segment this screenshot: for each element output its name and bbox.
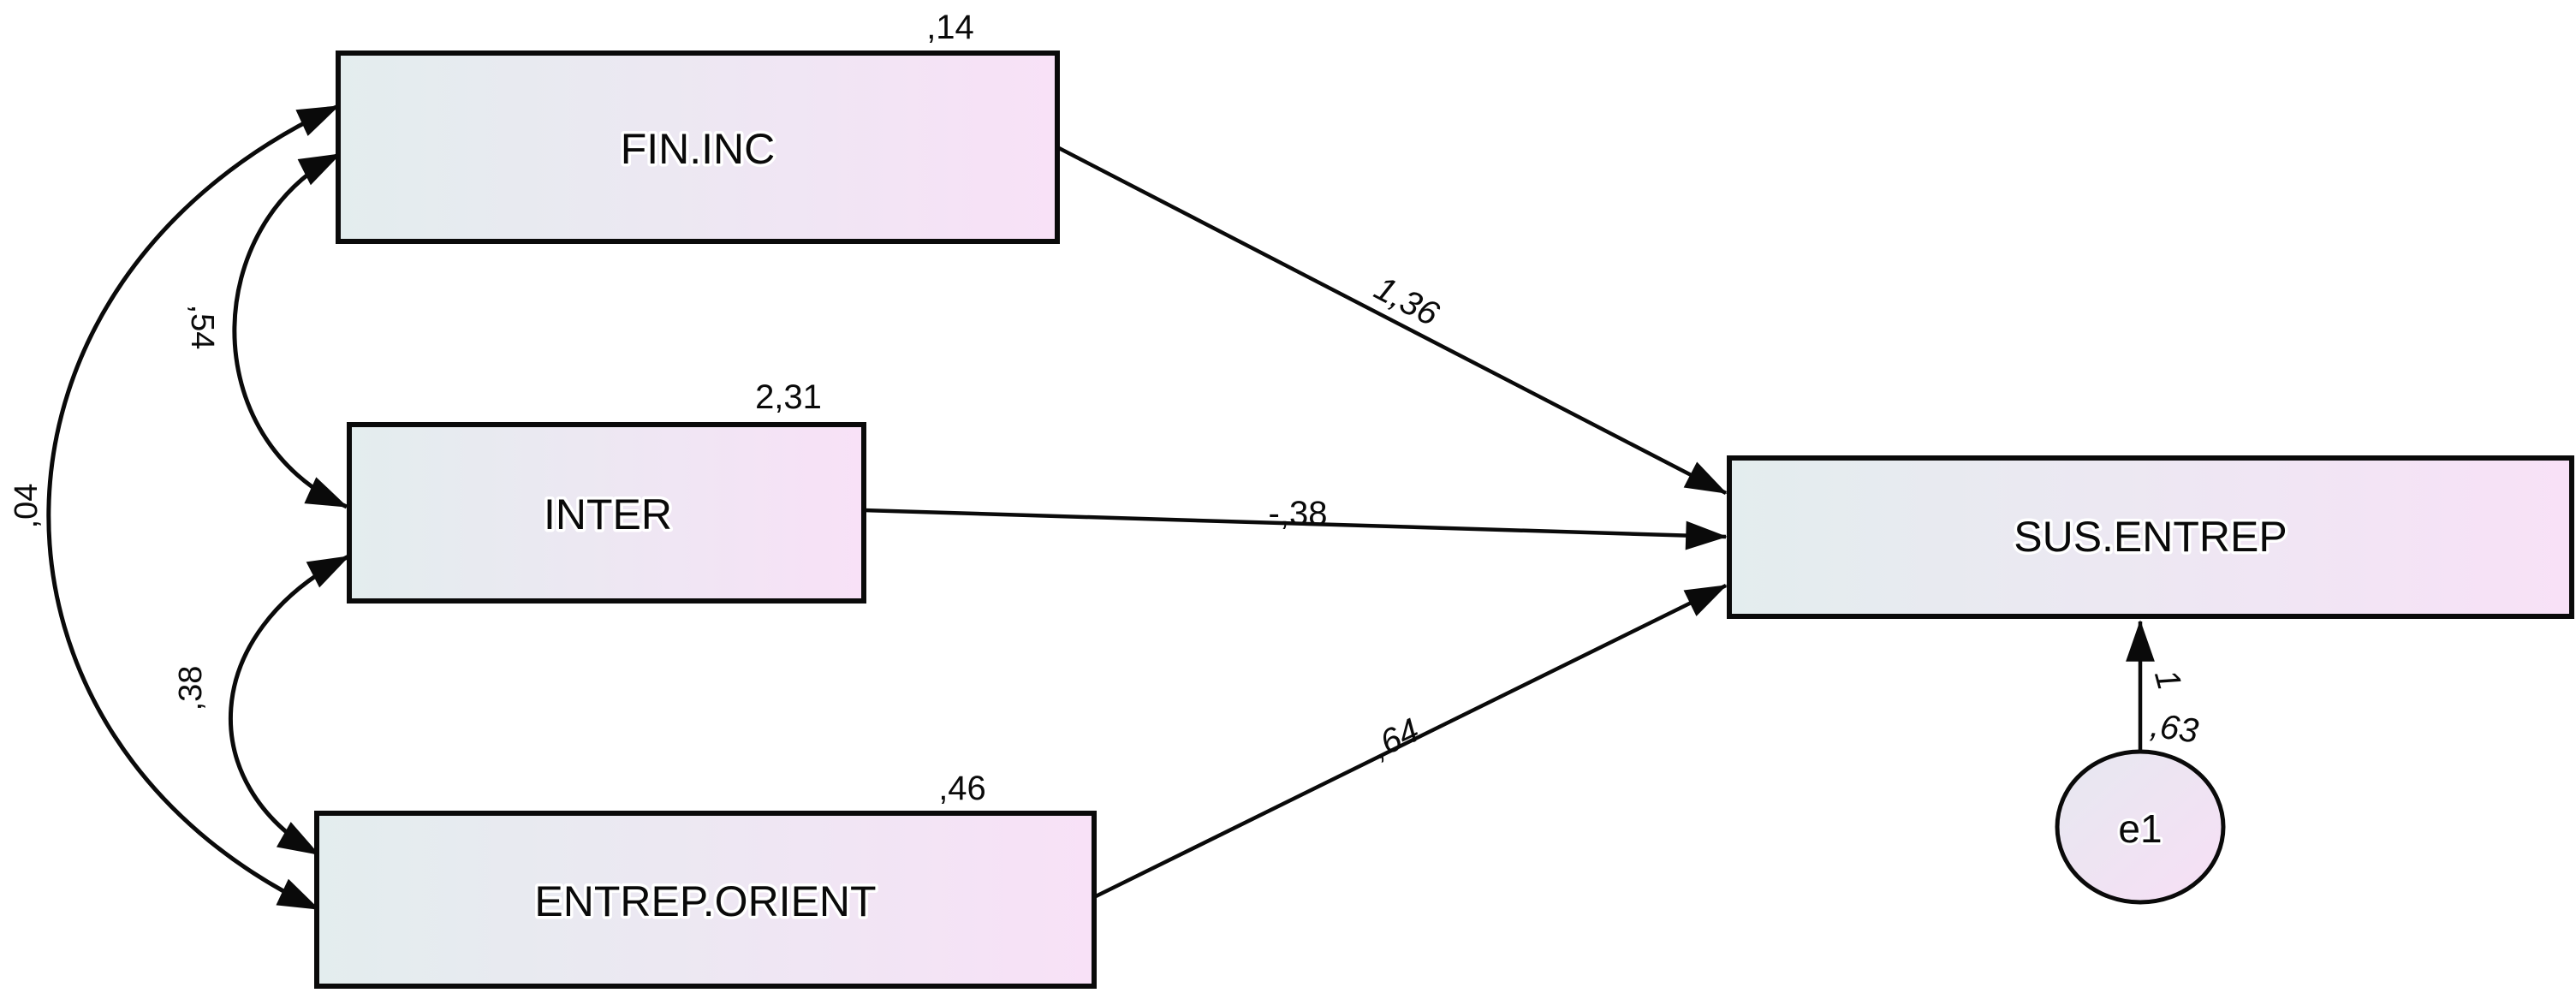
covariance-arc-fininc-inter xyxy=(232,152,348,509)
covariance-arc-fininc-entreporient xyxy=(46,104,340,912)
node-sus-entrep xyxy=(1727,455,2574,619)
node-label-e1: e1 xyxy=(2118,806,2162,851)
weight-label-fininc-to-susentrep: 1,36 xyxy=(1368,270,1445,334)
variance-label-e1: ,63 xyxy=(2148,706,2200,750)
variance-label-entrep-orient: ,46 xyxy=(938,770,986,807)
weight-label-inter-to-susentrep: -,38 xyxy=(1269,495,1328,532)
node-entrep-orient xyxy=(314,811,1097,989)
covariance-label-fininc-inter: ,54 xyxy=(184,305,220,350)
regression-arrow-fininc-to-susentrep xyxy=(1056,146,1728,495)
node-fin-inc xyxy=(336,51,1060,244)
node-label-sus-entrep: SUS.ENTREP xyxy=(2014,513,2287,561)
covariance-label-fininc-entreporient: ,04 xyxy=(9,484,45,529)
node-label-entrep-orient: ENTREP.ORIENT xyxy=(534,877,876,925)
covariance-label-inter-entreporient: ,38 xyxy=(173,666,209,711)
variance-label-fin-inc: ,14 xyxy=(926,9,974,46)
regression-arrow-inter-to-susentrep xyxy=(863,508,1728,550)
variance-label-inter: 2,31 xyxy=(755,378,822,416)
covariance-arc-inter-entreporient xyxy=(228,554,350,857)
weight-label-e1-to-susentrep: 1 xyxy=(2147,666,2188,694)
regression-arrow-entreporient-to-susentrep xyxy=(1093,583,1728,900)
node-inter xyxy=(347,422,866,604)
node-label-inter: INTER xyxy=(544,491,672,538)
node-e1-error-term xyxy=(2055,749,2226,905)
node-label-fin-inc: FIN.INC xyxy=(621,125,776,173)
